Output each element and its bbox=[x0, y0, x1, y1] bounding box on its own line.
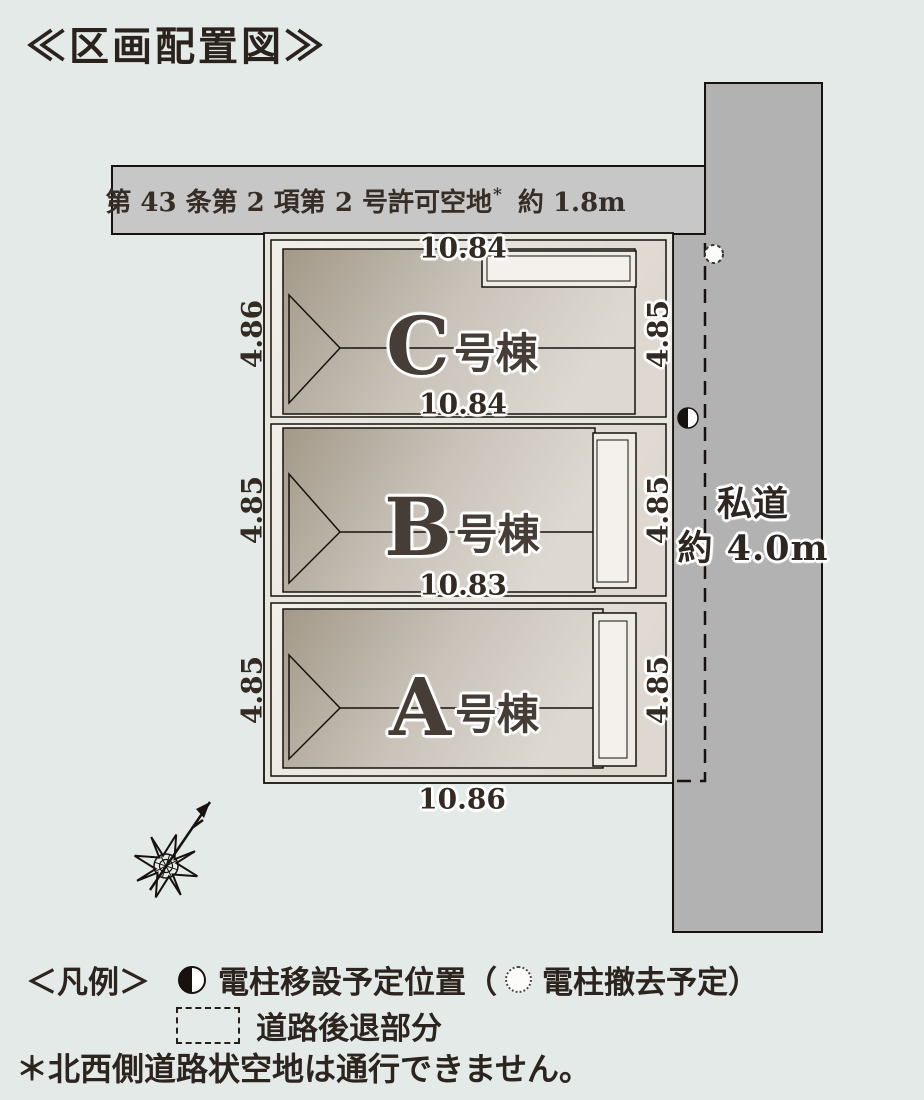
dimension-b-bottom: 10.83 bbox=[419, 568, 507, 602]
compass-icon bbox=[134, 801, 212, 898]
plot-letter-b: B bbox=[384, 480, 452, 574]
dimension-c-top: 10.84 bbox=[419, 231, 507, 265]
legend-heading: ＜凡例＞ bbox=[26, 965, 150, 1001]
legend-line-poles: ＜凡例＞ 電柱移設予定位置（ 電柱撤去予定） bbox=[26, 957, 759, 1002]
road-width: 約 4.0m bbox=[677, 528, 829, 569]
dimension-b-right: 4.85 bbox=[641, 475, 675, 545]
footnote: ＊北西側道路状空地は通行できません。 bbox=[16, 1050, 592, 1088]
road-label: 私道 約 4.0m bbox=[677, 483, 828, 571]
plot-a-building bbox=[270, 602, 667, 777]
allowance-strip-width: 約 1.8m bbox=[517, 187, 626, 218]
page-title: ≪区画配置図≫ bbox=[26, 23, 327, 70]
plot-label-c: C 号棟 bbox=[386, 306, 538, 386]
legend-pole-removal-label: 電柱撤去予定） bbox=[542, 965, 759, 1001]
pole-relocation-legend-icon bbox=[178, 965, 206, 994]
allowance-strip-asterisk: * bbox=[493, 185, 502, 205]
dimension-a-left: 4.85 bbox=[235, 655, 269, 725]
plot-suffix-b: 号棟 bbox=[455, 510, 540, 559]
setback-area-legend-icon bbox=[176, 1007, 240, 1044]
road-name: 私道 bbox=[716, 484, 789, 525]
allowance-strip bbox=[111, 165, 706, 235]
legend-pole-relocation-label: 電柱移設予定位置（ bbox=[218, 965, 497, 1001]
pole-relocation-icon bbox=[677, 407, 699, 429]
plot-suffix-a: 号棟 bbox=[455, 690, 540, 739]
legend-setback-label: 道路後退部分 bbox=[256, 1011, 442, 1047]
plot-label-b: B 号棟 bbox=[384, 487, 540, 567]
allowance-strip-label: 第 43 条第 2 項第 2 号許可空地* 約 1.8m bbox=[105, 166, 705, 234]
road-setback-line bbox=[673, 243, 707, 783]
plot-b-building bbox=[270, 423, 667, 597]
plot-suffix-c: 号棟 bbox=[453, 329, 538, 378]
dimension-c-left: 4.86 bbox=[235, 299, 269, 369]
allowance-strip-text: 第 43 条第 2 項第 2 号許可空地 bbox=[105, 187, 492, 218]
plot-letter-c: C bbox=[386, 299, 450, 393]
dimension-a-right: 4.85 bbox=[641, 655, 675, 725]
legend-line-setback: 道路後退部分 bbox=[176, 1003, 442, 1048]
dimension-c-right: 4.85 bbox=[641, 299, 675, 369]
plot-c-building bbox=[270, 239, 667, 418]
plot-letter-a: A bbox=[388, 660, 452, 754]
dimension-a-bottom: 10.86 bbox=[418, 782, 506, 816]
dimension-b-left: 4.85 bbox=[235, 475, 269, 545]
plot-label-a: A 号棟 bbox=[389, 667, 539, 747]
pole-removal-legend-icon bbox=[505, 966, 532, 993]
dimension-c-bottom: 10.84 bbox=[419, 387, 507, 421]
pole-removal-icon bbox=[704, 244, 724, 264]
